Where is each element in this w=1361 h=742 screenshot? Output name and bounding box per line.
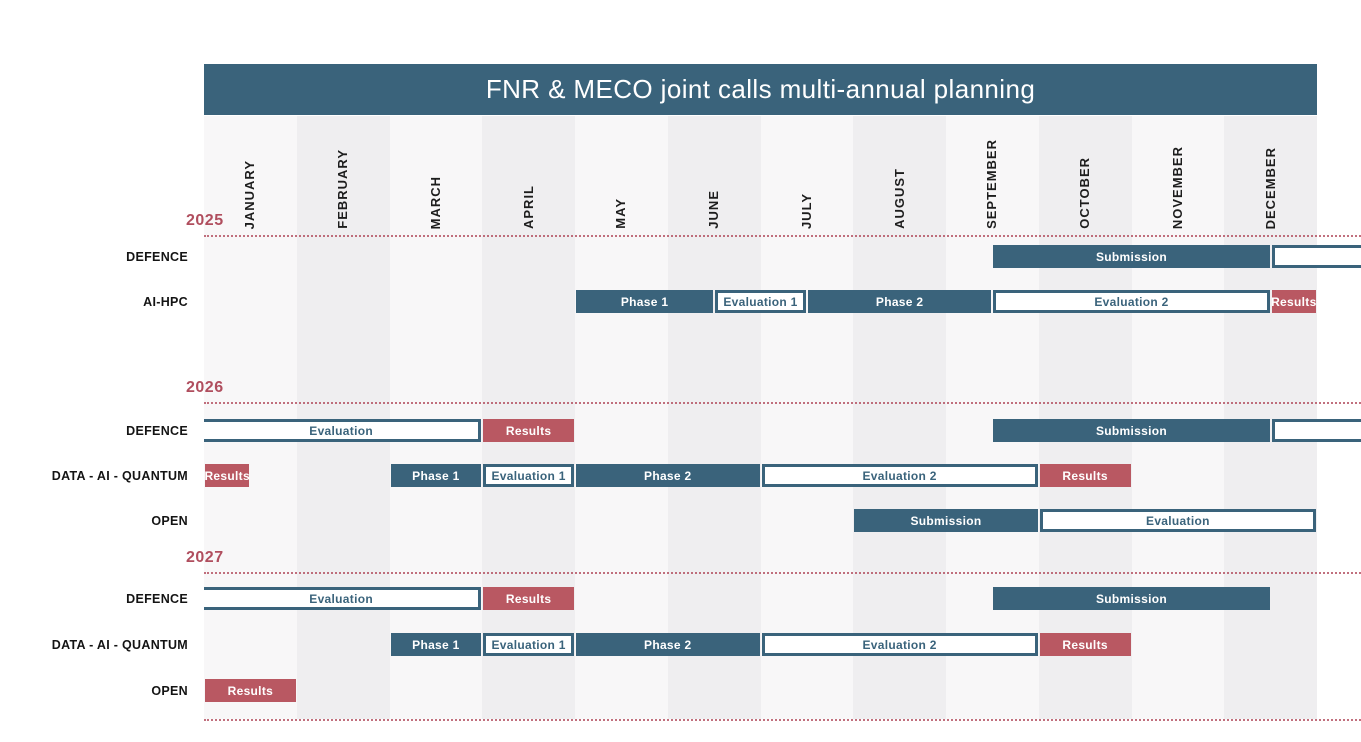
column-stripe-july: [760, 116, 854, 719]
month-label-may: MAY: [575, 116, 668, 229]
month-label-text: OCTOBER: [1077, 157, 1093, 229]
row-label-data-ai-quantum: DATA - AI - QUANTUM: [51, 468, 188, 483]
year-label-2026: 2026: [186, 379, 224, 396]
month-label-text: DECEMBER: [1262, 146, 1278, 229]
month-label-september: SEPTEMBER: [946, 116, 1039, 229]
gantt-bar-submission: Submission: [993, 419, 1270, 442]
row-label-defence: DEFENCE: [126, 591, 188, 606]
column-stripe-september: [946, 116, 1039, 719]
column-stripe-august: [853, 116, 946, 719]
month-label-february: FEBRUARY: [297, 116, 390, 229]
month-label-text: JUNE: [706, 190, 722, 229]
gantt-bar-results: Results: [483, 587, 574, 610]
month-label-june: JUNE: [668, 116, 761, 229]
gantt-bar-evaluation-1: Evaluation 1: [715, 290, 806, 313]
gantt-bar-submission: Submission: [993, 245, 1270, 268]
gantt-bar-submission: Submission: [854, 509, 1038, 532]
column-stripe-may: [575, 116, 668, 719]
gantt-bar-evaluation-1: Evaluation 1: [483, 464, 574, 487]
month-label-march: MARCH: [390, 116, 483, 229]
year-divider-2025: [204, 235, 1361, 237]
year-divider-2027: [204, 572, 1361, 574]
gantt-bar-evaluation: Evaluation: [204, 587, 482, 610]
month-label-text: MARCH: [427, 175, 443, 229]
column-stripe-december: [1224, 116, 1317, 719]
gantt-bar-evaluation-1: Evaluation 1: [483, 633, 574, 656]
year-divider-2026: [204, 402, 1361, 404]
month-label-text: FEBRUARY: [335, 149, 351, 229]
column-stripe-october: [1038, 116, 1132, 719]
month-label-text: JULY: [798, 192, 814, 229]
gantt-bar-results: Results: [1271, 290, 1316, 313]
gantt-bar-evaluation-2: Evaluation 2: [761, 464, 1038, 487]
gantt-bar-results: Results: [483, 419, 574, 442]
column-stripe-june: [667, 116, 761, 719]
row-label-defence: DEFENCE: [126, 423, 188, 438]
bottom-divider: [204, 719, 1361, 721]
month-label-october: OCTOBER: [1039, 116, 1132, 229]
gantt-bar-phase-1: Phase 1: [390, 633, 482, 656]
gantt-bar-evaluation-2: Evaluation 2: [761, 633, 1038, 656]
month-label-text: AUGUST: [891, 168, 907, 229]
gantt-bar-phase-2: Phase 2: [576, 464, 760, 487]
column-stripe-november: [1131, 116, 1225, 719]
gantt-bar-results: Results: [204, 464, 250, 487]
gantt-bar-phase-2: Phase 2: [576, 633, 760, 656]
chart-title-bar: FNR & MECO joint calls multi-annual plan…: [204, 64, 1317, 115]
month-label-december: DECEMBER: [1224, 116, 1317, 229]
gantt-bar-evaluation-2: Evaluation 2: [993, 290, 1270, 313]
month-label-april: APRIL: [482, 116, 575, 229]
row-label-defence: DEFENCE: [126, 249, 188, 264]
column-stripe-april: [482, 116, 575, 719]
month-label-november: NOVEMBER: [1132, 116, 1225, 229]
month-label-august: AUGUST: [853, 116, 946, 229]
year-label-2025: 2025: [186, 212, 224, 229]
gantt-bar-results: Results: [1039, 633, 1131, 656]
month-label-july: JULY: [761, 116, 854, 229]
year-label-2027: 2027: [186, 549, 224, 566]
month-label-text: JANUARY: [242, 159, 258, 229]
gantt-bar-phase-2: Phase 2: [807, 290, 992, 313]
month-label-text: APRIL: [520, 185, 536, 229]
row-label-open: OPEN: [151, 683, 188, 698]
column-stripe-january: [204, 116, 297, 719]
gantt-bar-evaluation: Evaluation: [1039, 509, 1316, 532]
month-label-text: SEPTEMBER: [984, 139, 1000, 229]
row-label-data-ai-quantum: DATA - AI - QUANTUM: [51, 637, 188, 652]
column-stripe-march: [389, 116, 483, 719]
row-label-open: OPEN: [151, 513, 188, 528]
gantt-bar-results: Results: [205, 679, 296, 702]
chart-title: FNR & MECO joint calls multi-annual plan…: [485, 74, 1036, 104]
gantt-bar-phase-1: Phase 1: [576, 290, 714, 313]
row-label-ai-hpc: AI-HPC: [143, 294, 188, 309]
gantt-bar-continuation: [1271, 419, 1361, 442]
gantt-bar-submission: Submission: [993, 587, 1270, 610]
gantt-bar-phase-1: Phase 1: [390, 464, 482, 487]
column-stripe-february: [296, 116, 390, 719]
month-label-text: NOVEMBER: [1169, 145, 1185, 229]
month-label-text: MAY: [613, 198, 629, 229]
gantt-bar-evaluation: Evaluation: [204, 419, 482, 442]
gantt-bar-continuation: [1271, 245, 1361, 268]
gantt-bar-results: Results: [1039, 464, 1131, 487]
